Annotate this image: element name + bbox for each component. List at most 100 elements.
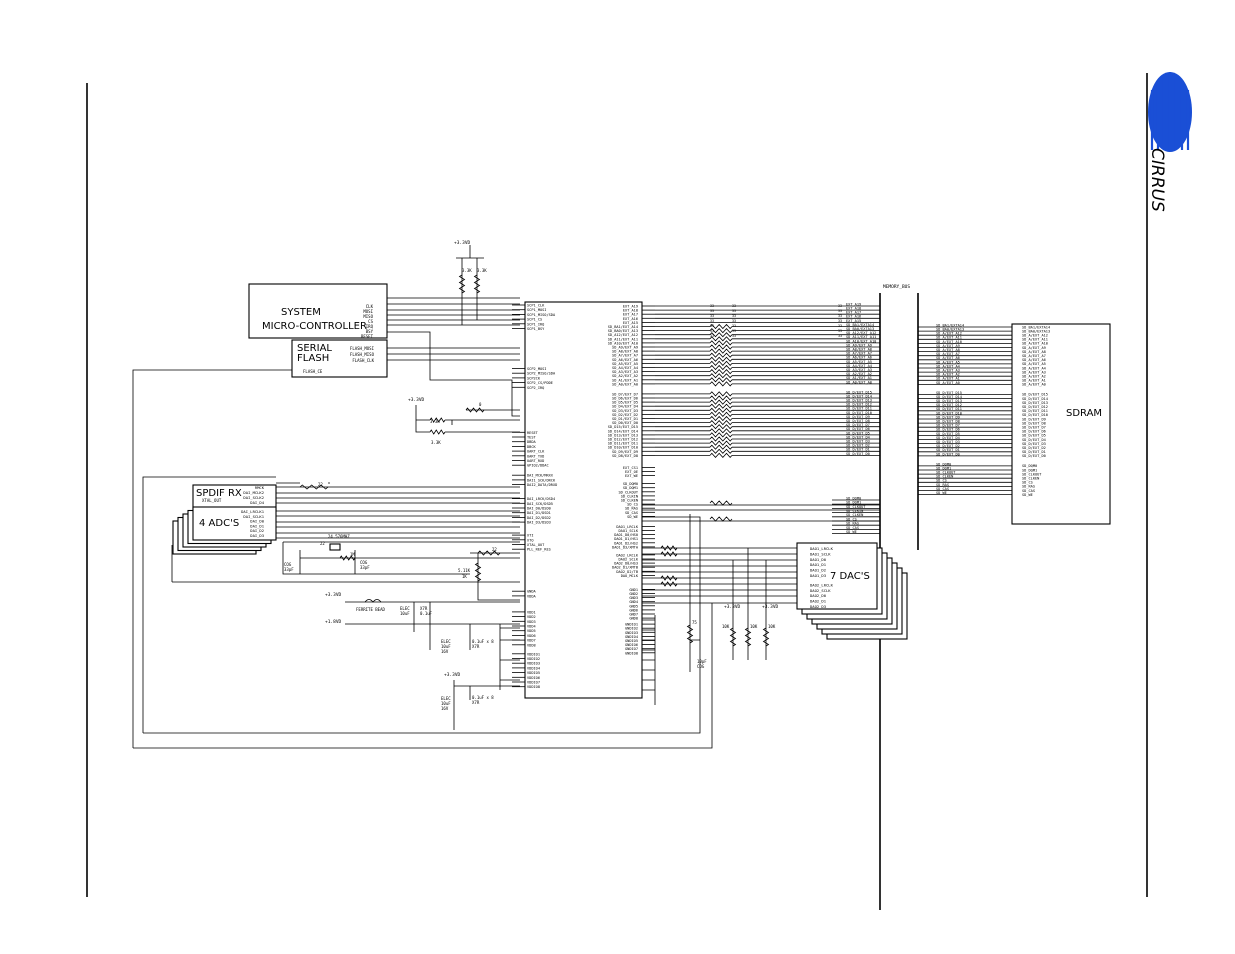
dsp-right-pin: SD_A5/EXT_A5 bbox=[612, 362, 638, 366]
bus-signal-label: EXT_A16 bbox=[846, 315, 861, 319]
bus-signal-label: SD_A8/EXT_A8 bbox=[846, 348, 872, 352]
sdram-net-label: SD_D/EXT_D4 bbox=[936, 436, 960, 440]
resistor-value: 33 bbox=[732, 304, 736, 308]
dsp-right-pin: DAO1_D2/HS2 bbox=[614, 541, 638, 545]
spdif-pin-label: RMCK bbox=[255, 485, 265, 490]
sdram-pin-label: SD_A/EXT_A12 bbox=[1022, 334, 1048, 338]
series-resistor bbox=[709, 340, 733, 346]
resistor-value: 3.3K bbox=[462, 268, 472, 273]
dsp-right-pin: SD_A7/EXT_A7 bbox=[612, 354, 638, 358]
bus-signal-label: SD_A1/EXT_A1 bbox=[846, 376, 872, 380]
sdram-pin-label: SD_D/EXT_D10 bbox=[1022, 413, 1048, 417]
sdram-pin-label: SD_A/EXT_A7 bbox=[1022, 354, 1046, 358]
series-resistor bbox=[709, 452, 733, 458]
sdram-pin-label: SD_A/EXT_A9 bbox=[1022, 346, 1046, 350]
dsp-right-pin: SD_D15/EXT_D15 bbox=[608, 425, 638, 429]
system-mcu-block bbox=[248, 283, 388, 339]
dsp-right-pin: SD_A0/EXT_A0 bbox=[612, 382, 638, 386]
dsp-right-pin: SD_CLKOUT bbox=[619, 490, 639, 494]
dsp-left-pin: DAI_D2/DSD2 bbox=[527, 516, 551, 520]
dac-pin-label: DAO1_LRCLK bbox=[810, 546, 834, 551]
series-resistor bbox=[709, 440, 733, 446]
ctrl-signal-label: SD_CAS bbox=[846, 526, 859, 530]
sdram-pin-label: SD_D/EXT_D15 bbox=[1022, 393, 1048, 397]
dsp-right-pin: SD_D9/EXT_D9 bbox=[612, 450, 638, 454]
wiring bbox=[132, 245, 880, 749]
dsp-right-pin: GND4 bbox=[629, 600, 638, 604]
sdram-net-label: SD_A/EXT_A7 bbox=[936, 352, 960, 356]
bus-signal-label: SD_D/EXT_D13 bbox=[846, 399, 872, 403]
bus-signal-label: EXT_A15 bbox=[846, 319, 861, 323]
resistor-value: 10K bbox=[722, 624, 730, 629]
bus-signal-label: SD_BA0/EXTA13 bbox=[846, 327, 874, 331]
dsp-right-pin: GND3 bbox=[629, 596, 638, 600]
resistor-value: 33 bbox=[732, 324, 736, 328]
bus-signal-label: SD_A9/EXT_A9 bbox=[846, 343, 872, 347]
dsp-right-pin: SD_A2/EXT_A2 bbox=[612, 374, 638, 378]
dsp-right-pin: SD_CLKEN bbox=[621, 499, 638, 503]
power-label-33: +3.3VD bbox=[454, 240, 471, 246]
dsp-left-pin: VDDIO3 bbox=[527, 662, 540, 666]
spdif-pin-label: DAI_D4 bbox=[250, 500, 264, 505]
dsp-left-pin: XTAL_OUT bbox=[527, 543, 545, 547]
power-label-33: +3.3VD bbox=[444, 672, 461, 678]
dsp-chip bbox=[524, 301, 643, 699]
sdram-net-label: SD_DQM1 bbox=[936, 466, 951, 470]
sdram-net-label: SD_D/EXT_D13 bbox=[936, 399, 962, 403]
pullup-resistor bbox=[762, 627, 770, 647]
sdram-pin-label: SD_DQM0 bbox=[1022, 464, 1037, 468]
series-resistor bbox=[709, 369, 733, 375]
bus-signal-label: SD_D/EXT_D12 bbox=[846, 403, 872, 407]
ferrite-bead bbox=[364, 599, 382, 603]
power-label-18: +1.8VD bbox=[325, 619, 342, 625]
dsp-right-pin: SD_D8/EXT_D8 bbox=[612, 454, 638, 458]
mcu-pin-label: MOSI bbox=[363, 309, 373, 314]
flash-ce-label: FLASH_CE bbox=[303, 369, 323, 374]
ferrite-label: FERRITE BEAD bbox=[356, 607, 385, 612]
dsp-left-pin: DAI_D0/DSD0 bbox=[527, 507, 551, 511]
cap-label: ELEC bbox=[400, 606, 410, 611]
dac-pin-label: DAO1_SCLK bbox=[810, 551, 831, 556]
sdram-pin-label: SD_D/EXT_D9 bbox=[1022, 417, 1046, 421]
resistor-value: 33 bbox=[710, 329, 714, 333]
series-resistor bbox=[709, 415, 733, 422]
series-resistor bbox=[709, 403, 733, 409]
dsp-right-pin: GNDIO1 bbox=[625, 623, 638, 627]
bus-signal-label: SD_A3/EXT_A3 bbox=[846, 368, 872, 372]
adc-label: 4 ADC'S bbox=[199, 518, 239, 529]
mcu-pin-label: CLK bbox=[366, 304, 374, 309]
dsp-right-pin: DAO2_D2/TB bbox=[616, 570, 638, 574]
sdram-net-label: SD_D/EXT_D11 bbox=[936, 407, 962, 411]
sdram-net-label: SD_CAS bbox=[936, 487, 949, 491]
bus-signal-label: SD_D/EXT_D5 bbox=[846, 431, 870, 435]
dsp-left-pin: RESET bbox=[527, 431, 539, 435]
bus-signal-label: SD_BA1/EXTA14 bbox=[846, 323, 874, 327]
resistor bbox=[429, 429, 446, 435]
dsp-right-pin: GNDIO6 bbox=[625, 643, 638, 647]
dac-block bbox=[796, 542, 878, 610]
dsp-left-pin: VDDIO6 bbox=[527, 676, 540, 680]
dsp-right-pin: SD_D3/EXT_D3 bbox=[612, 409, 638, 413]
sdram-pin-label: SD_A/EXT_A2 bbox=[1022, 375, 1046, 379]
sdram-pin-label: SD_CLKEN bbox=[1022, 477, 1039, 481]
sdram-pin-label: SD_D/EXT_D6 bbox=[1022, 430, 1046, 434]
sdram-net-label: SD_D/EXT_D15 bbox=[936, 391, 962, 395]
dsp-left-pin: VDD8 bbox=[527, 643, 536, 647]
ctrl-signal-label: SD_WE bbox=[846, 530, 857, 534]
series-resistor bbox=[709, 407, 733, 413]
sdram-pin-label: SD_A/EXT_A0 bbox=[1022, 383, 1046, 387]
resistor-value: 5.11K bbox=[458, 568, 471, 573]
adc-pin-label: DAI_D3 bbox=[250, 533, 264, 538]
sdram-pin-label: SD_A/EXT_A11 bbox=[1022, 338, 1048, 342]
dsp-right-pin: EXT_A18 bbox=[623, 309, 638, 313]
sdram-pin-label: SD_D/EXT_D14 bbox=[1022, 397, 1048, 401]
dsp-left-pin: DAI_SCK/DSD5 bbox=[527, 502, 553, 506]
cap-label: COG bbox=[697, 664, 705, 669]
adc-pin-label: DAI_D1 bbox=[250, 523, 264, 528]
sdram-net-label: SD_D/EXT_D2 bbox=[936, 444, 960, 448]
dsp-left-pin: SCP1_CLK bbox=[527, 304, 545, 308]
resistor-value: 33 bbox=[732, 309, 736, 313]
sdram-pin-label: SD_RAS bbox=[1022, 485, 1035, 489]
dsp-left-pin: VDD3 bbox=[527, 620, 536, 624]
dsp-right-pin: GNDIO8 bbox=[625, 651, 638, 655]
